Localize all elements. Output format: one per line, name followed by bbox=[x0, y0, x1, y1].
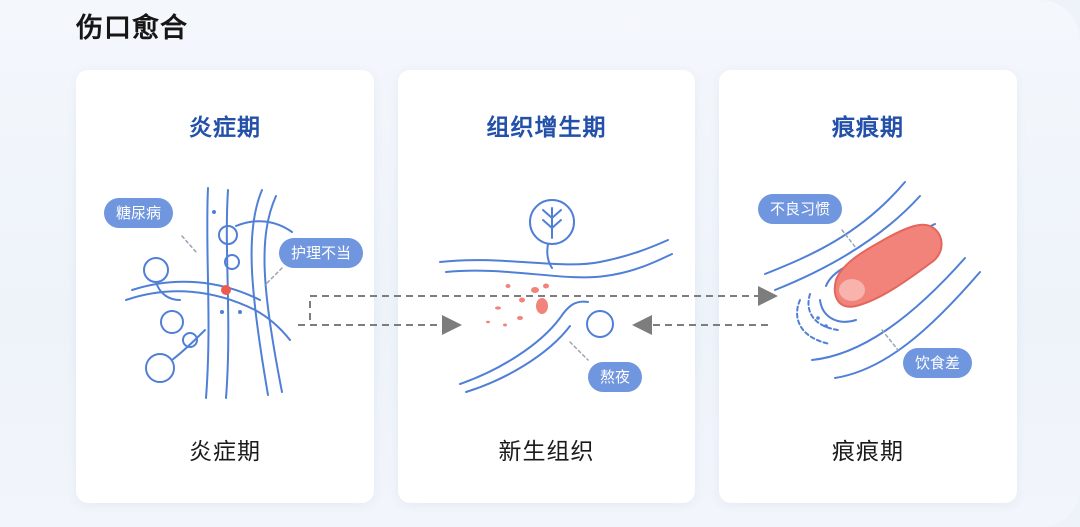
inflammation-illustration bbox=[125, 187, 293, 399]
stage-heading: 炎症期 bbox=[189, 115, 261, 141]
factor-pill-staying-up-late: 熬夜 bbox=[588, 362, 643, 392]
factor-pill-diabetes: 糖尿病 bbox=[104, 198, 174, 228]
arrow-inflammation-to-scar bbox=[309, 286, 778, 320]
scar-tissue bbox=[833, 223, 943, 308]
stage-caption: 炎症期 bbox=[189, 439, 261, 465]
proliferation-illustration bbox=[439, 199, 673, 393]
stage-caption: 新生组织 bbox=[498, 439, 595, 465]
page-title: 伤口愈合 bbox=[76, 13, 188, 44]
inflammation-spot bbox=[221, 285, 231, 295]
factor-pill-improper-care: 护理不当 bbox=[279, 238, 364, 268]
stage-caption: 痕痕期 bbox=[832, 439, 904, 465]
factor-pill-bad-habits: 不良习惯 bbox=[758, 194, 843, 224]
stage-card-inflammation: 炎症期 炎症期 bbox=[76, 70, 374, 503]
tissue-particles bbox=[486, 283, 549, 327]
factor-pill-poor-diet: 饮食差 bbox=[903, 348, 973, 378]
stage-heading: 痕痕期 bbox=[832, 115, 904, 141]
stage-heading: 组织增生期 bbox=[486, 115, 607, 141]
